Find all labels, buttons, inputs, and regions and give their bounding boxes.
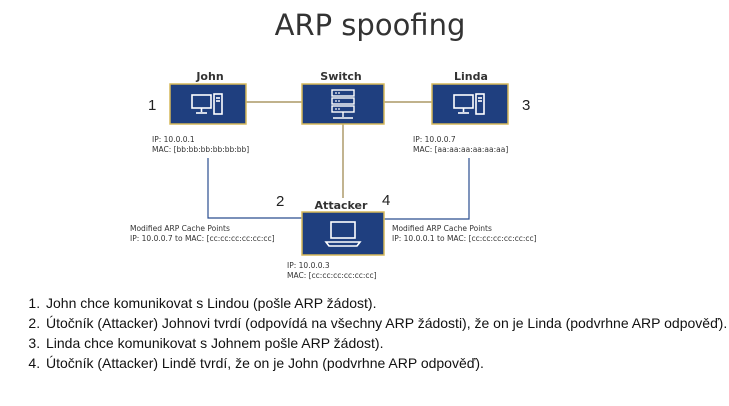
steps-list: John chce komunikovat s Lindou (pošle AR… <box>14 295 729 375</box>
linda-mac: MAC: [aa:aa:aa:aa:aa:aa] <box>413 145 508 154</box>
step-number-4: 4 <box>382 192 390 209</box>
john-node <box>169 83 247 125</box>
switch-label: Switch <box>320 70 361 83</box>
step-number-3: 3 <box>522 97 530 114</box>
step-item: Útočník (Attacker) Johnovi tvrdí (odpoví… <box>44 315 729 332</box>
attacker-mac: MAC: [cc:cc:cc:cc:cc:cc] <box>287 271 377 280</box>
cache-left-mapping: IP: 10.0.0.7 to MAC: [cc:cc:cc:cc:cc:cc] <box>130 234 275 243</box>
server-icon <box>331 89 355 119</box>
cache-right-mapping: IP: 10.0.0.1 to MAC: [cc:cc:cc:cc:cc:cc] <box>392 234 537 243</box>
linda-node <box>431 83 509 125</box>
diagram-title: ARP spoofing <box>274 8 466 42</box>
attacker-label: Attacker <box>315 199 368 212</box>
cache-left-title: Modified ARP Cache Points <box>130 224 230 233</box>
john-label: John <box>195 70 223 83</box>
step-item: Útočník (Attacker) Lindě tvrdí, že on je… <box>44 355 729 372</box>
attacker-node <box>301 211 385 256</box>
desktop-icon <box>191 93 223 115</box>
linda-label: Linda <box>454 70 488 83</box>
network-diagram: John Switch Linda Attacker <box>130 70 537 280</box>
desktop-icon <box>453 93 485 115</box>
linda-ip: IP: 10.0.0.7 <box>413 135 456 144</box>
switch-node <box>301 83 385 125</box>
laptop-icon <box>324 221 362 247</box>
john-mac: MAC: [bb:bb:bb:bb:bb:bb] <box>152 145 249 154</box>
step-number-1: 1 <box>148 97 156 114</box>
attacker-ip: IP: 10.0.0.3 <box>287 261 330 270</box>
step-item: Linda chce komunikovat s Johnem pošle AR… <box>44 335 729 352</box>
linda-attacker-link <box>384 158 470 220</box>
cache-right-title: Modified ARP Cache Points <box>392 224 492 233</box>
john-attacker-link <box>207 158 302 219</box>
step-number-2: 2 <box>276 193 284 210</box>
step-item: John chce komunikovat s Lindou (pošle AR… <box>44 295 729 312</box>
john-ip: IP: 10.0.0.1 <box>152 135 195 144</box>
